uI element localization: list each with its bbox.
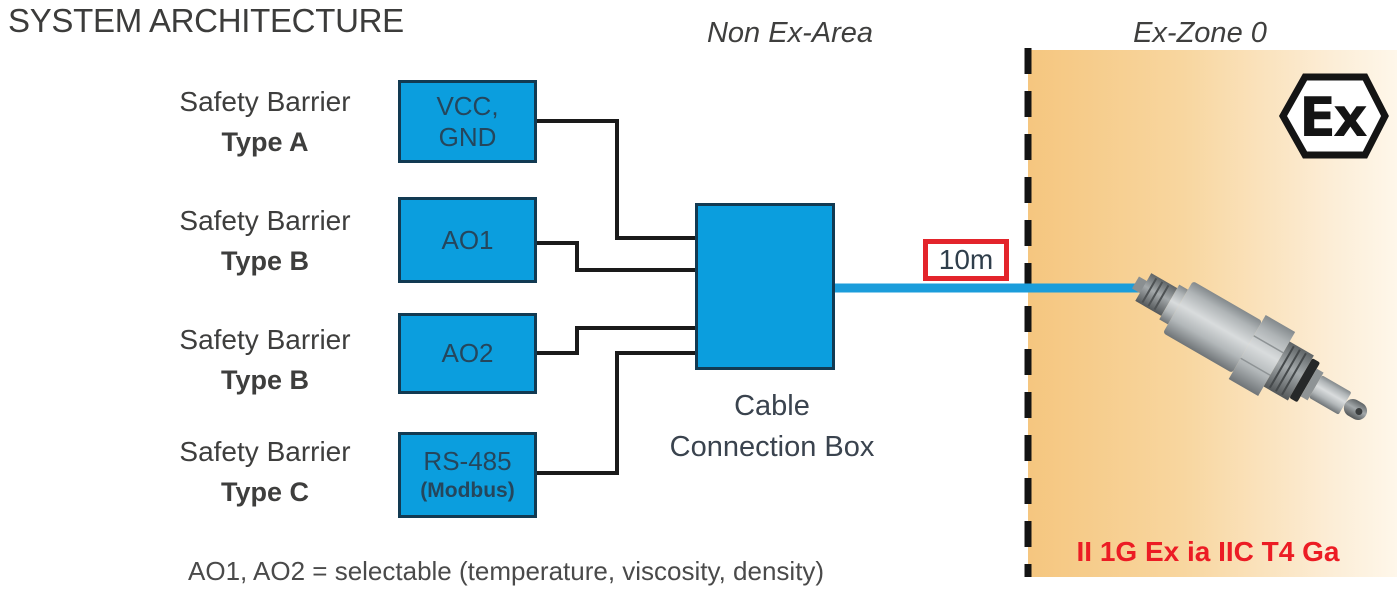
signal-box-vcc-gnd: VCC, GND xyxy=(398,80,537,163)
signal-box-ao1: AO1 xyxy=(398,197,537,283)
barrier-name: Safety Barrier xyxy=(179,436,351,467)
signal-box-text: (Modbus) xyxy=(420,479,515,502)
barrier-name: Safety Barrier xyxy=(179,205,351,236)
wire-vcc-gnd xyxy=(537,119,695,240)
barrier-label-2: Safety Barrier Type B xyxy=(115,201,415,281)
cable-connection-box-label: Cable Connection Box xyxy=(617,386,927,468)
cable-length-badge: 10m xyxy=(923,239,1009,281)
barrier-name: Safety Barrier xyxy=(179,86,351,117)
signal-box-ao2: AO2 xyxy=(398,313,537,394)
cable-length-value: 10m xyxy=(938,244,994,275)
ex-zone-background xyxy=(1028,50,1397,577)
barrier-type: Type C xyxy=(220,477,309,507)
barrier-label-1: Safety Barrier Type A xyxy=(115,82,415,162)
footnote: AO1, AO2 = selectable (temperature, visc… xyxy=(188,556,825,586)
signal-box-text: AO2 xyxy=(441,338,494,368)
barrier-label-3: Safety Barrier Type B xyxy=(115,320,415,400)
barrier-label-4: Safety Barrier Type C xyxy=(115,432,415,512)
barrier-type: Type A xyxy=(221,127,309,157)
signal-box-text: AO1 xyxy=(441,224,494,255)
signal-box-text: GND xyxy=(438,121,497,152)
barrier-name: Safety Barrier xyxy=(179,324,351,355)
signal-box-text: VCC, xyxy=(436,90,499,121)
barrier-type: Type B xyxy=(220,246,309,276)
signal-box-rs485: RS-485 (Modbus) xyxy=(398,432,537,518)
non-ex-area-header: Non Ex-Area xyxy=(706,17,873,49)
barrier-type: Type B xyxy=(220,365,309,395)
ex-certification-text: II 1G Ex ia IIC T4 Ga xyxy=(1076,536,1340,567)
page-title: SYSTEM ARCHITECTURE xyxy=(8,2,404,39)
ex-zone-header: Ex-Zone 0 xyxy=(1133,17,1267,49)
wire-ao2 xyxy=(537,326,695,355)
connection-box-label-line1: Cable xyxy=(734,390,810,422)
cable-connection-box xyxy=(695,203,835,370)
signal-box-text: RS-485 xyxy=(423,446,512,476)
connection-box-label-line2: Connection Box xyxy=(669,431,875,463)
wire-ao1 xyxy=(537,241,695,272)
